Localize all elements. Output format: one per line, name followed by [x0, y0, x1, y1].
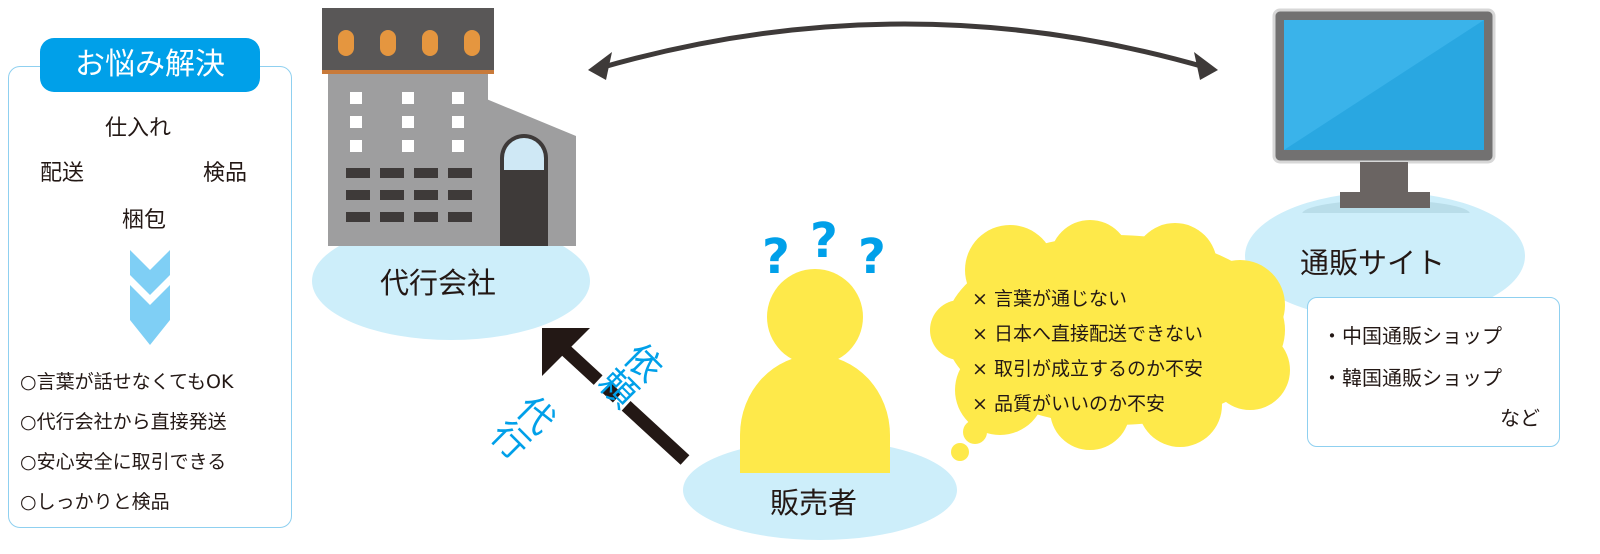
question-mark: ? [810, 213, 838, 269]
worry-item: × 日本へ直接配送できない [972, 323, 1203, 345]
shop-list: ・中国通販ショップ ・韓国通販ショップ など [1307, 297, 1560, 447]
building-icon [322, 8, 576, 246]
task-inspection: 検品 [203, 161, 248, 186]
solution-item: ○しっかりと検品 [20, 491, 170, 513]
agency-label: 代行会社 [380, 266, 497, 300]
solution-item: ○言葉が話せなくてもOK [20, 371, 234, 393]
task-shipping: 配送 [40, 161, 85, 186]
question-mark: ? [858, 229, 886, 285]
monitor-icon [1272, 8, 1496, 213]
shop-label: 通販サイト [1300, 246, 1446, 280]
worry-item: × 品質がいいのか不安 [972, 393, 1165, 415]
seller-label: 販売者 [770, 486, 858, 520]
solution-item: ○安心安全に取引できる [20, 451, 227, 473]
shop-item: ・韓国通販ショップ [1322, 366, 1502, 390]
worry-item: × 取引が成立するのか不安 [972, 358, 1203, 380]
request-arrow-icon [542, 328, 690, 465]
solution-item: ○代行会社から直接発送 [20, 411, 227, 433]
thought-bubble [930, 220, 1290, 461]
panel-title: お悩み解決 [40, 38, 260, 92]
task-purchase: 仕入れ [105, 116, 172, 141]
shop-item: ・中国通販ショップ [1322, 324, 1502, 348]
question-mark: ? [762, 229, 790, 285]
task-packing: 梱包 [122, 208, 167, 233]
shop-etc: など [1500, 406, 1540, 430]
chevron-down-icon [130, 250, 170, 345]
person-icon: ? ? ? [740, 213, 890, 473]
worry-item: × 言葉が通じない [972, 288, 1127, 310]
